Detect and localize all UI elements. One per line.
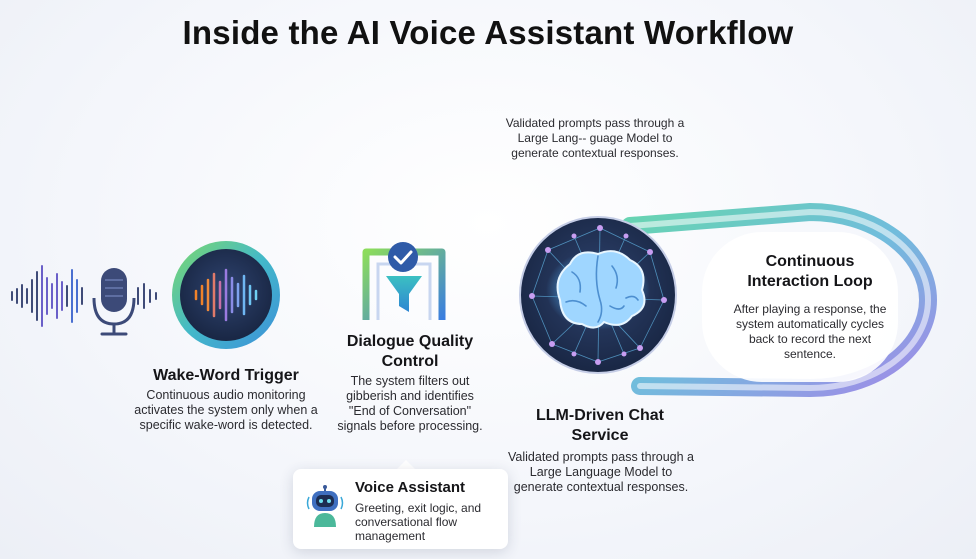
interaction-loop-title: Continuous Interaction Loop (747, 253, 873, 290)
wake-word-title: Wake-Word Trigger (153, 367, 299, 384)
interaction-loop-description: After playing a response, the system aut… (733, 302, 887, 361)
wake-word-description: Continuous audio monitoring activates th… (134, 388, 318, 432)
checkmark-icon (388, 242, 418, 272)
llm-top-description: Validated prompts pass through a Large L… (505, 116, 685, 160)
microphone-icon (92, 268, 136, 336)
voice-assistant-card: Voice Assistant Greeting, exit logic, an… (293, 469, 508, 549)
interaction-loop-track (621, 202, 937, 398)
brain-network-icon (519, 216, 677, 374)
page-title: Inside the AI Voice Assistant Workflow (182, 14, 794, 51)
llm-service-description: Validated prompts pass through a Large L… (508, 450, 694, 494)
dialogue-quality-title: Dialogue Quality Control (346, 333, 474, 370)
sound-wave-icon (11, 265, 157, 327)
robot-icon (306, 485, 344, 527)
llm-service-title: LLM-Driven Chat Service (536, 407, 664, 444)
loop-panel (702, 232, 898, 382)
voice-assistant-title: Voice Assistant (355, 479, 466, 496)
audio-wave-circle-icon (172, 241, 280, 349)
dialogue-quality-description: The system filters out gibberish and ide… (337, 374, 483, 433)
voice-assistant-description: Greeting, exit logic, and conversational… (355, 501, 482, 543)
voice-assistant-pointer (396, 460, 416, 470)
